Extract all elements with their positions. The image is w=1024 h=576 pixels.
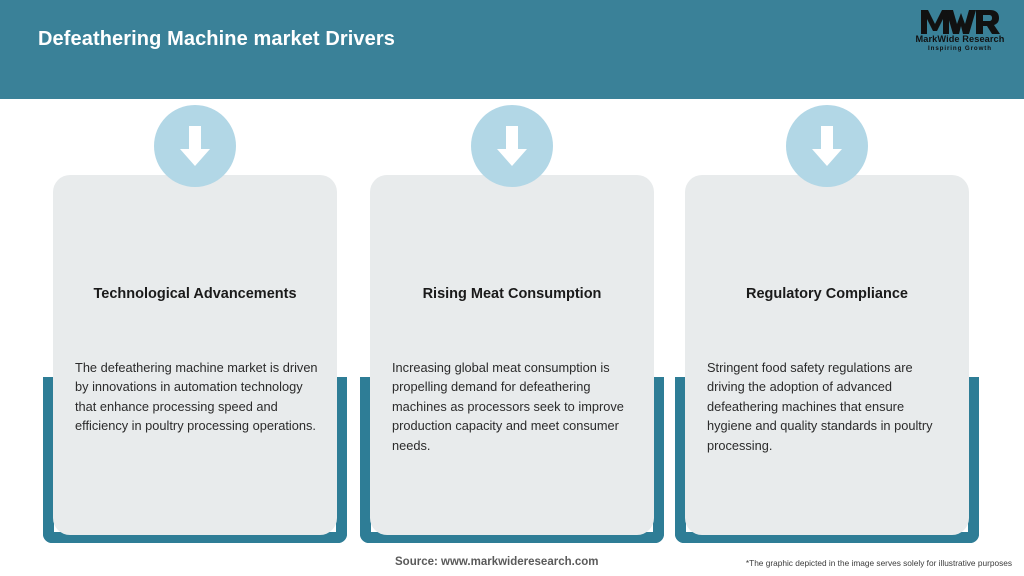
driver-card-3[interactable]: Regulatory Compliance Stringent food saf… bbox=[685, 175, 969, 535]
driver-card-slot-3: Regulatory Compliance Stringent food saf… bbox=[675, 99, 979, 576]
down-arrow-icon bbox=[180, 126, 210, 166]
source-label: Source: www.markwideresearch.com bbox=[395, 556, 599, 568]
down-arrow-icon bbox=[812, 126, 842, 166]
driver-card-slot-2: Rising Meat Consumption Increasing globa… bbox=[360, 99, 664, 576]
down-arrow-icon-circle-3 bbox=[786, 105, 868, 187]
driver-card-body-2: Increasing global meat consumption is pr… bbox=[392, 360, 624, 453]
card-bracket-accent-3 bbox=[675, 377, 979, 543]
driver-card-slot-1: Technological Advancements The defeather… bbox=[43, 99, 347, 576]
driver-card-body-3: Stringent food safety regulations are dr… bbox=[707, 360, 933, 453]
driver-card-title-1: Technological Advancements bbox=[93, 286, 297, 302]
down-arrow-icon bbox=[497, 126, 527, 166]
driver-card-title-2: Rising Meat Consumption bbox=[422, 286, 602, 302]
logo-tagline: Inspiring Growth bbox=[928, 44, 992, 52]
driver-card-2[interactable]: Rising Meat Consumption Increasing globa… bbox=[370, 175, 654, 535]
card-bracket-accent-1 bbox=[43, 377, 347, 543]
disclaimer-note: *The graphic depicted in the image serve… bbox=[745, 558, 1012, 568]
driver-card-title-3: Regulatory Compliance bbox=[746, 286, 908, 302]
mwr-logo-icon bbox=[921, 10, 1000, 34]
drivers-card-row: Technological Advancements The defeather… bbox=[0, 99, 1024, 576]
header-bar bbox=[0, 0, 1024, 99]
logo-company-name: MarkWide Research bbox=[915, 34, 1005, 44]
page-title: Defeathering Machine market Drivers bbox=[38, 28, 395, 50]
down-arrow-icon-circle-1 bbox=[154, 105, 236, 187]
down-arrow-icon-circle-2 bbox=[471, 105, 553, 187]
markwide-research-logo: MarkWide Research Inspiring Growth bbox=[908, 6, 1012, 62]
driver-card-body-1: The defeathering machine market is drive… bbox=[75, 360, 318, 434]
driver-card-1[interactable]: Technological Advancements The defeather… bbox=[53, 175, 337, 535]
card-bracket-accent-2 bbox=[360, 377, 664, 543]
